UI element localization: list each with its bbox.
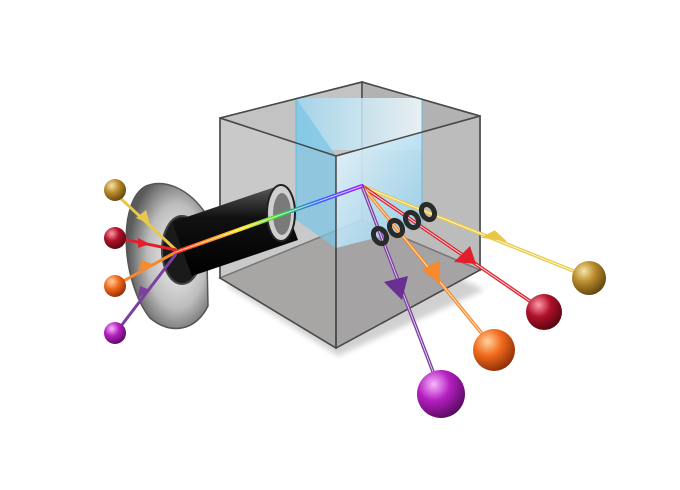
magnetic-coil-icon xyxy=(370,201,438,247)
particle-sphere-icon xyxy=(473,329,515,371)
outgoing-particles xyxy=(417,261,606,418)
particle-sphere-icon xyxy=(526,294,562,330)
particle-sphere-icon xyxy=(104,322,126,344)
glass-slab-icon xyxy=(219,81,481,348)
particle-sphere-icon xyxy=(104,275,126,297)
ray-arrow-icon xyxy=(117,236,177,252)
ray-arrow-icon xyxy=(361,184,587,278)
outgoing-rays xyxy=(360,184,587,391)
particle-sphere-icon xyxy=(572,261,606,295)
ray-arrow-icon xyxy=(360,184,494,348)
particle-sphere-icon xyxy=(104,227,126,249)
particle-sphere-icon xyxy=(104,179,126,201)
incoming-rays xyxy=(116,194,178,331)
ray-arrow-icon xyxy=(116,253,178,331)
ray-arrow-icon xyxy=(117,250,177,286)
ray-arrow-icon xyxy=(360,185,442,391)
ray-arrow-icon xyxy=(361,184,541,310)
spectrum-beam xyxy=(174,184,364,254)
incoming-particles xyxy=(104,179,126,344)
particle-sphere-icon xyxy=(417,370,465,418)
ray-arrow-icon xyxy=(116,194,178,252)
